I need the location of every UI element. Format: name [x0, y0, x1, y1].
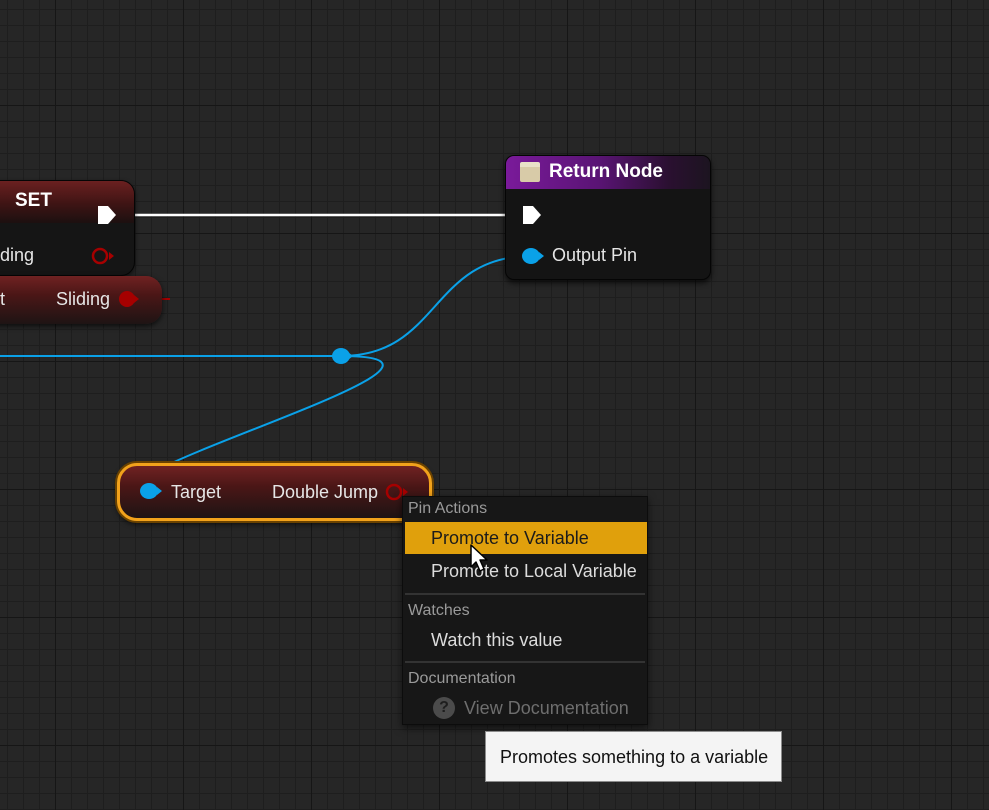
menu-item-promote-to-variable-label: Promote to Variable: [431, 528, 589, 548]
set-exec-out-pin[interactable]: [96, 204, 118, 226]
set-node-pin-label: ding: [0, 245, 35, 265]
set-node[interactable]: [0, 180, 135, 276]
output-pin-label: Output Pin: [552, 245, 638, 265]
menu-item-watch-this-value[interactable]: Watch this value: [431, 630, 563, 650]
menu-item-promote-to-local-variable[interactable]: Promote to Local Variable: [431, 561, 637, 581]
tooltip: Promotes something to a variable: [485, 731, 782, 782]
getter-left-label: t: [0, 289, 6, 309]
return-exec-in-pin[interactable]: [521, 204, 543, 226]
help-icon: ?: [433, 697, 455, 719]
return-node[interactable]: [505, 155, 711, 280]
section-header-pin-actions: Pin Actions: [408, 500, 488, 517]
getter-sliding-label: Sliding: [56, 289, 111, 309]
double-jump-getter-node[interactable]: [117, 463, 432, 521]
pin-context-menu: Pin Actions Promote to Variable Promote …: [402, 496, 648, 725]
reroute-knot[interactable]: [330, 346, 354, 366]
output-pin-icon[interactable]: [520, 246, 546, 266]
target-pin-icon[interactable]: [138, 481, 164, 501]
return-node-title: Return Node: [549, 161, 663, 182]
menu-item-view-documentation[interactable]: View Documentation: [464, 698, 629, 718]
object-wire-to-return: [340, 255, 532, 357]
target-pin-label: Target: [171, 482, 222, 502]
set-node-title: SET: [15, 190, 52, 211]
sliding-bool-out-pin[interactable]: [117, 289, 139, 309]
set-bool-out-pin[interactable]: [90, 246, 116, 266]
menu-separator: [405, 661, 645, 663]
menu-item-promote-to-variable[interactable]: [405, 522, 647, 554]
section-header-watches: Watches: [408, 602, 470, 619]
mouse-cursor-icon: [470, 544, 488, 572]
menu-separator: [405, 593, 645, 595]
double-jump-bool-out-pin[interactable]: [384, 482, 410, 502]
function-icon: [520, 162, 540, 182]
section-header-documentation: Documentation: [408, 670, 516, 687]
return-node-header: [506, 156, 710, 189]
double-jump-pin-label: Double Jump: [272, 482, 379, 502]
